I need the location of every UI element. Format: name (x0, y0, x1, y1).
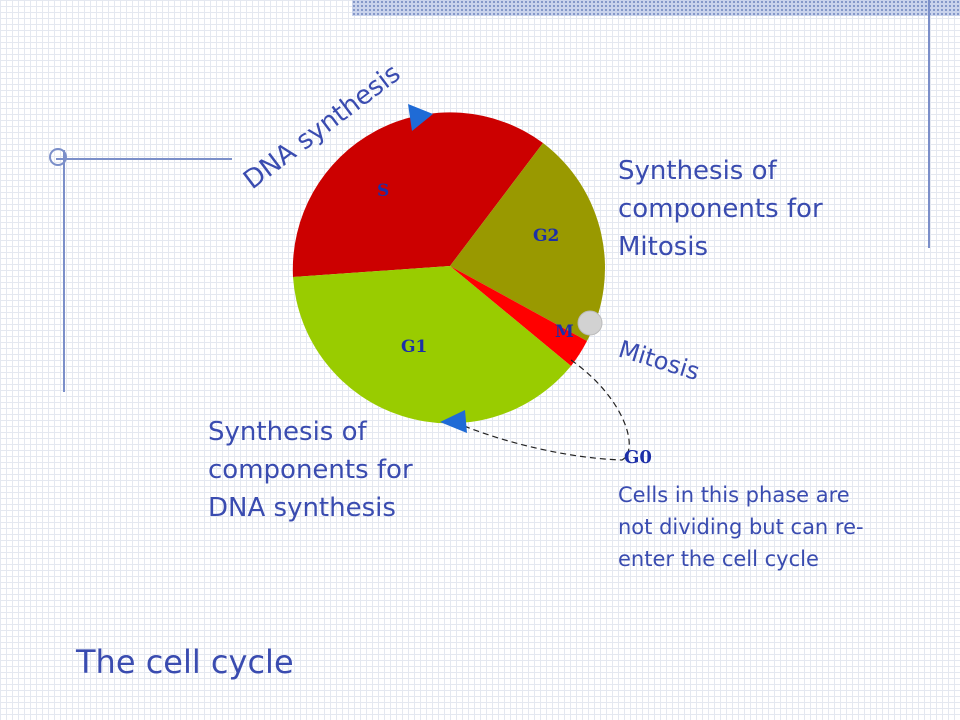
g2-description: Synthesis of components for Mitosis (618, 152, 823, 266)
g0-description-line: enter the cell cycle (618, 547, 819, 571)
phase-s-label: S (377, 181, 389, 201)
top-decorative-band (352, 0, 960, 16)
top-direction-arrow-icon (408, 104, 433, 131)
g1-description-line: DNA synthesis (208, 493, 396, 523)
phase-g1-sector (293, 266, 571, 424)
g0-description-line: Cells in this phase are (618, 483, 850, 507)
g1-description: Synthesis of components for DNA synthesi… (208, 413, 413, 527)
mitosis-caption: Mitosis (615, 335, 703, 386)
g2-description-line: components for (618, 194, 823, 224)
corner-ring-icon (49, 148, 67, 166)
g1-description-line: Synthesis of (208, 417, 367, 447)
bottom-direction-arrow-icon (440, 410, 467, 433)
phase-s-sector (292, 112, 543, 277)
slide-title: The cell cycle (76, 643, 294, 681)
phase-m-sector (450, 266, 587, 366)
g0-label: G0 (624, 447, 652, 468)
phase-g2-label: G2 (533, 226, 559, 246)
left-horizontal-rule (56, 158, 232, 160)
phase-g1-label: G1 (401, 337, 427, 357)
g0-path-dashed (454, 359, 630, 461)
left-vertical-rule (63, 150, 65, 392)
g1-description-line: components for (208, 455, 413, 485)
phase-g2-sector (450, 143, 606, 341)
g0-description: Cells in this phase are not dividing but… (618, 479, 864, 575)
right-vertical-rule (928, 0, 930, 248)
phase-m-label: M (555, 322, 574, 342)
g0-description-line: not dividing but can re- (618, 515, 864, 539)
g2-description-line: Mitosis (618, 232, 709, 262)
m-exit-point-marker (577, 310, 603, 336)
g2-description-line: Synthesis of (618, 156, 777, 186)
